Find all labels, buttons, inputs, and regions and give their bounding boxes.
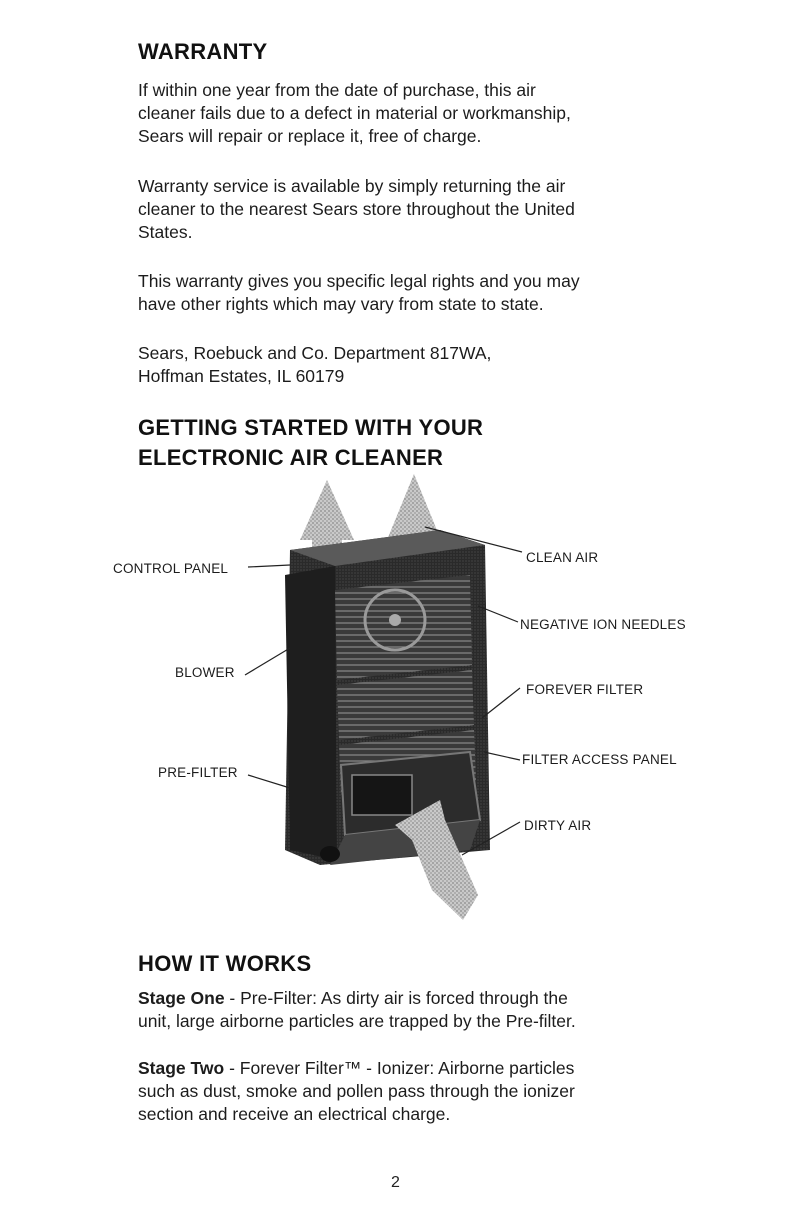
air-cleaner-illustration <box>244 474 523 920</box>
leader-lines <box>244 526 523 856</box>
text-line: Stage One - Pre-Filter: As dirty air is … <box>138 987 658 1010</box>
how-it-works-heading: HOW IT WORKS <box>138 951 312 976</box>
text-line: Hoffman Estates, IL 60179 <box>138 366 345 386</box>
label-filter-access-panel: FILTER ACCESS PANEL <box>522 752 677 767</box>
text-line: States. <box>138 222 193 242</box>
stage-two-paragraph: Stage Two - Forever Filter™ - Ionizer: A… <box>138 1057 658 1126</box>
stage-one-label: Stage One <box>138 988 225 1008</box>
text-line: unit, large airborne particles are trapp… <box>138 1011 576 1031</box>
leader-dirty-air <box>461 821 521 856</box>
leader-pre-filter <box>247 774 291 789</box>
warranty-address: Sears, Roebuck and Co. Department 817WA,… <box>138 342 658 388</box>
leader-blower <box>244 647 291 676</box>
stage-two-text: - Forever Filter™ - Ionizer: Airborne pa… <box>224 1058 575 1078</box>
label-pre-filter: PRE-FILTER <box>158 765 238 780</box>
label-blower: BLOWER <box>175 665 235 680</box>
stage-one-paragraph: Stage One - Pre-Filter: As dirty air is … <box>138 987 658 1033</box>
text-line: This warranty gives you specific legal r… <box>138 271 580 291</box>
stage-one-text: - Pre-Filter: As dirty air is forced thr… <box>224 988 568 1008</box>
label-clean-air: CLEAN AIR <box>526 550 599 565</box>
leader-forever-filter <box>481 687 521 719</box>
text-line: Sears, Roebuck and Co. Department 817WA, <box>138 343 492 363</box>
heading-line: ELECTRONIC AIR CLEANER <box>138 445 444 470</box>
air-cleaner-cabinet <box>285 530 490 865</box>
label-control-panel: CONTROL PANEL <box>113 561 229 576</box>
text-line: cleaner fails due to a defect in materia… <box>138 103 571 123</box>
warranty-paragraph-1: If within one year from the date of purc… <box>138 79 658 148</box>
page-number: 2 <box>391 1174 400 1191</box>
air-cleaner-diagram: CONTROL PANEL BLOWER PRE-FILTER CLEAN AI… <box>0 470 791 940</box>
stage-two-label: Stage Two <box>138 1058 225 1078</box>
label-negative-ion-needles: NEGATIVE ION NEEDLES <box>520 617 686 632</box>
text-line: such as dust, smoke and pollen pass thro… <box>138 1081 575 1101</box>
heading-line: GETTING STARTED WITH YOUR <box>138 415 484 440</box>
leader-control-panel <box>247 564 291 568</box>
text-line: If within one year from the date of purc… <box>138 80 536 100</box>
warranty-paragraph-3: This warranty gives you specific legal r… <box>138 270 658 316</box>
label-dirty-air: DIRTY AIR <box>524 818 592 833</box>
text-line: Sears will repair or replace it, free of… <box>138 126 482 146</box>
text-line: Warranty service is available by simply … <box>138 176 566 196</box>
warranty-heading: WARRANTY <box>138 39 268 64</box>
warranty-paragraph-2: Warranty service is available by simply … <box>138 175 658 244</box>
text-line: section and receive an electrical charge… <box>138 1104 451 1124</box>
label-forever-filter: FOREVER FILTER <box>526 682 644 697</box>
leader-negative-ion-needles <box>477 605 519 623</box>
getting-started-heading: GETTING STARTED WITH YOUR ELECTRONIC AIR… <box>138 413 483 473</box>
dirty-air-arrow <box>395 800 478 920</box>
leader-clean-air <box>424 526 523 553</box>
text-line: Stage Two - Forever Filter™ - Ionizer: A… <box>138 1057 658 1080</box>
leader-filter-access-panel <box>483 751 521 761</box>
text-line: have other rights which may vary from st… <box>138 294 544 314</box>
text-line: cleaner to the nearest Sears store throu… <box>138 199 575 219</box>
